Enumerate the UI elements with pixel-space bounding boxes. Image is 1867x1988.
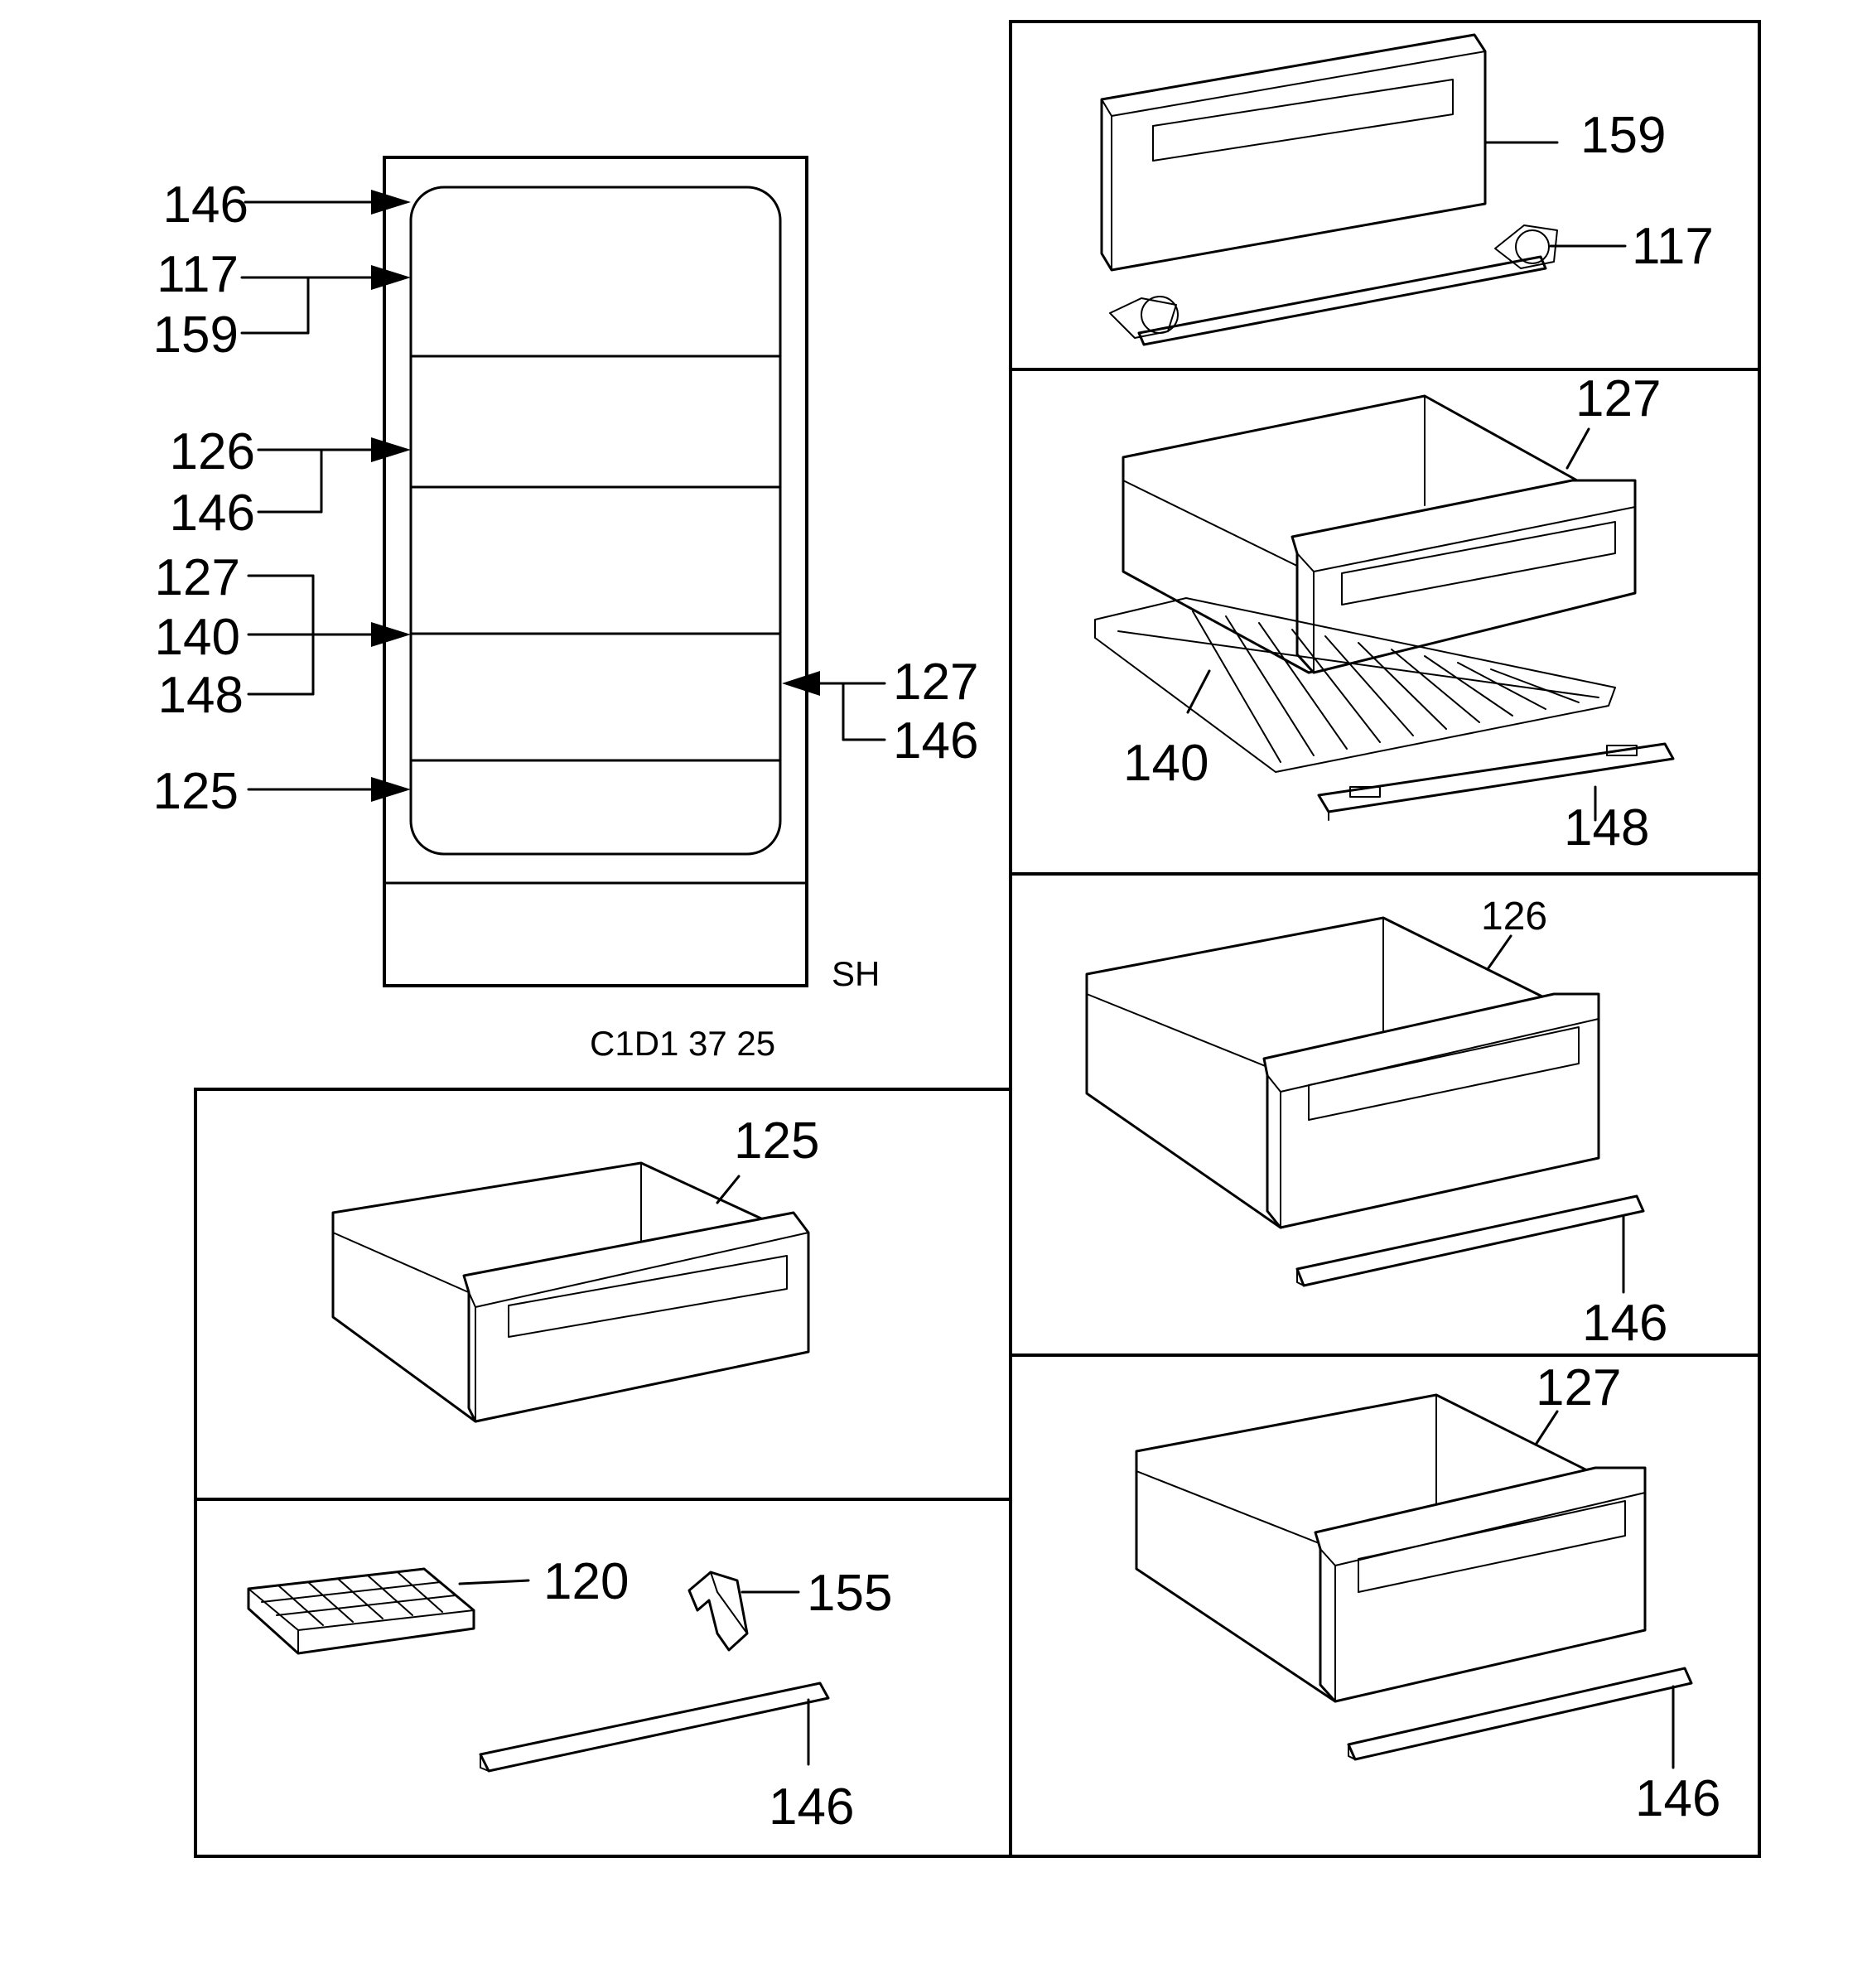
clip-155 bbox=[687, 1571, 749, 1652]
front-strip-148 bbox=[1317, 742, 1675, 821]
bar-146-accessories bbox=[479, 1682, 830, 1773]
arrow-127-140-148 bbox=[371, 622, 411, 647]
panel-drawer-126: 126 146 bbox=[1085, 895, 1667, 1352]
drawer-126 bbox=[1085, 916, 1600, 1229]
overview-label-146-a: 146 bbox=[163, 176, 248, 234]
arrow-127-146-right bbox=[782, 671, 820, 696]
drawer-127-top bbox=[1122, 394, 1637, 674]
arrow-146-top bbox=[371, 190, 411, 215]
bar-146-drawer-126-label: 146 bbox=[1582, 1295, 1667, 1352]
overview-label-127-right: 127 bbox=[893, 654, 978, 711]
overview-label-127: 127 bbox=[155, 549, 240, 606]
panel-accessories: 120 155 146 bbox=[247, 1553, 892, 1836]
drawing-code: C1D1 37 25 bbox=[590, 1024, 775, 1063]
front-strip-label-148: 148 bbox=[1564, 799, 1649, 856]
arrow-117-159 bbox=[371, 265, 411, 290]
bar-146-drawer-127-label: 146 bbox=[1635, 1770, 1720, 1827]
left-leaders bbox=[240, 190, 411, 802]
panel-drawer-127-bottom: 127 146 bbox=[1135, 1359, 1720, 1827]
drawer-127-bottom-label: 127 bbox=[1536, 1359, 1621, 1416]
left-lower-frames bbox=[194, 1088, 1012, 1858]
overview-label-117: 117 bbox=[157, 246, 239, 303]
overview-label-126: 126 bbox=[170, 423, 255, 480]
arrow-125 bbox=[371, 777, 411, 802]
clip-label-155: 155 bbox=[807, 1565, 892, 1622]
freezer-cabinet-outline bbox=[383, 156, 808, 987]
panel-drawer-127-top: 127 140 148 bbox=[1094, 370, 1675, 856]
right-leaders bbox=[782, 671, 886, 741]
panel-flap: 159 117 bbox=[1100, 33, 1714, 346]
drawer-125-label: 125 bbox=[734, 1112, 819, 1170]
overview-label-140: 140 bbox=[155, 609, 240, 666]
right-column-border bbox=[1009, 20, 1761, 1858]
overview-label-159: 159 bbox=[153, 306, 239, 364]
overview-label-146-right: 146 bbox=[893, 712, 978, 770]
bar-146-drawer-127 bbox=[1347, 1667, 1693, 1761]
drawer-127-top-label: 127 bbox=[1575, 370, 1661, 427]
grid-shelf-140 bbox=[1094, 597, 1616, 773]
corner-text-sh: SH bbox=[832, 954, 880, 993]
overview-label-146-b: 146 bbox=[170, 485, 255, 542]
arrow-126-146 bbox=[371, 437, 411, 462]
flap-159 bbox=[1100, 33, 1487, 272]
flap-label-117: 117 bbox=[1632, 218, 1714, 275]
drawer-126-label: 126 bbox=[1481, 895, 1547, 939]
panel-drawer-125: 125 bbox=[331, 1112, 819, 1423]
overview-label-125: 125 bbox=[153, 763, 239, 820]
freezer-front-view: 146 117 159 126 146 127 140 148 125 127 … bbox=[153, 156, 978, 1063]
drawer-127-bottom bbox=[1135, 1393, 1647, 1703]
bar-146-accessories-label: 146 bbox=[769, 1778, 854, 1836]
left-lower-border bbox=[194, 1088, 1012, 1858]
right-column-frames bbox=[1009, 20, 1761, 1858]
flap-label-159: 159 bbox=[1580, 107, 1666, 164]
bar-146-drawer-126 bbox=[1295, 1194, 1645, 1287]
ice-tray-120 bbox=[247, 1567, 475, 1655]
overview-label-148: 148 bbox=[158, 667, 244, 724]
ice-tray-label-120: 120 bbox=[543, 1553, 629, 1610]
drawer-125 bbox=[331, 1161, 810, 1423]
freezer-inner-liner bbox=[409, 186, 782, 856]
grid-shelf-label-140: 140 bbox=[1123, 735, 1208, 792]
